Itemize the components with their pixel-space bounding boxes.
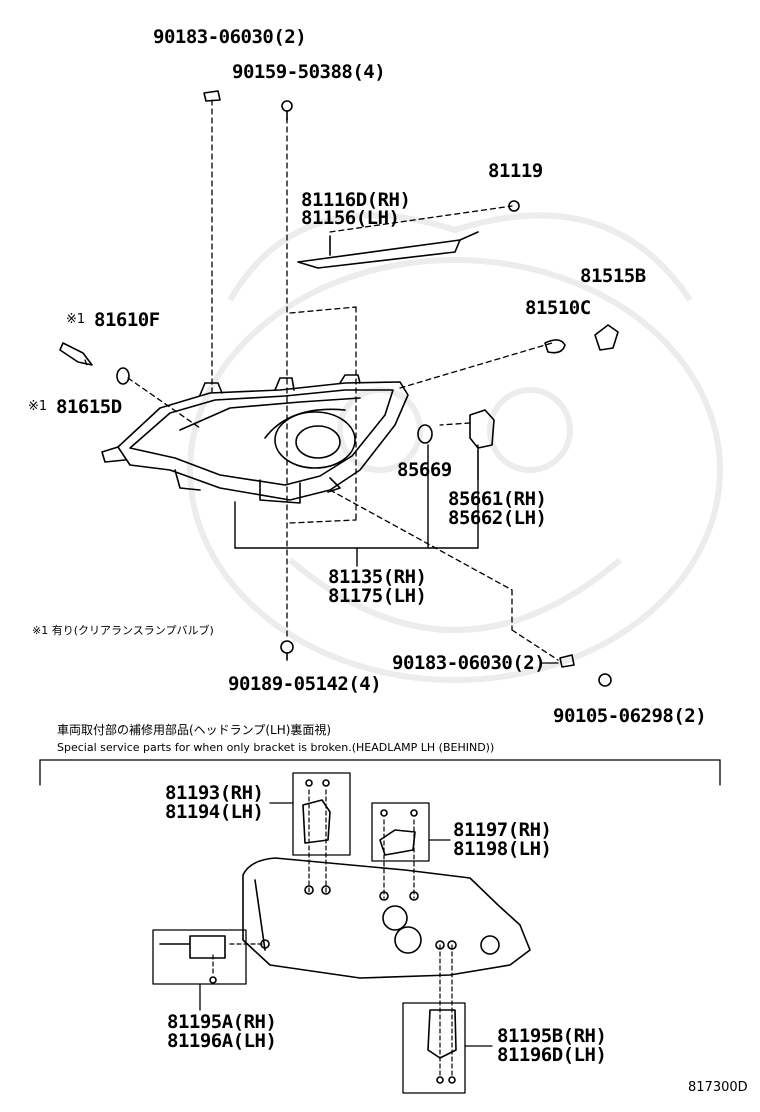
- diagram-reference-code: 817300D: [688, 1080, 748, 1095]
- label-81194: 81194(LH): [165, 801, 264, 823]
- label-90159-50388: 90159-50388(4): [232, 61, 386, 83]
- label-81198: 81198(LH): [453, 838, 552, 860]
- mark-81610f: ※1: [66, 312, 86, 327]
- label-81196a: 81196A(LH): [167, 1030, 277, 1052]
- label-85662: 85662(LH): [448, 507, 547, 529]
- label-81156: 81156(LH): [301, 207, 400, 229]
- label-81510c: 81510C: [525, 297, 591, 319]
- installation-lines: [84, 99, 559, 661]
- label-81175: 81175(LH): [328, 585, 427, 607]
- label-81195a: 81195A(RH): [167, 1011, 277, 1033]
- service-section-frame: [39, 759, 721, 786]
- service-title-jp: 車両取付部の補修用部品(ヘッドランプ(LH)裏面視): [57, 723, 332, 737]
- footnote-clearance-bulb: ※1 有り(クリアランスランプバルブ): [32, 624, 214, 637]
- label-81135: 81135(RH): [328, 566, 427, 588]
- trim-garnish: [297, 231, 479, 269]
- label-85661: 85661(RH): [448, 488, 547, 510]
- service-part-shapes: [159, 779, 457, 1084]
- headlamp-rear-view: [242, 857, 531, 979]
- label-81515b: 81515B: [580, 265, 646, 287]
- label-81196d: 81196D(LH): [497, 1044, 607, 1066]
- label-90105-06298: 90105-06298(2): [553, 705, 707, 727]
- label-81193: 81193(RH): [165, 782, 264, 804]
- fasteners: [59, 90, 619, 687]
- service-part-leaders: [199, 802, 493, 1047]
- label-90183-06030-top: 90183-06030(2): [153, 26, 307, 48]
- label-90183-06030-bottom: 90183-06030(2): [392, 652, 546, 674]
- label-81116d: 81116D(RH): [301, 189, 411, 211]
- service-title-en: Special service parts for when only brac…: [57, 741, 495, 754]
- label-81610f: 81610F: [94, 309, 160, 331]
- label-90189-05142: 90189-05142(4): [228, 673, 382, 695]
- label-81197: 81197(RH): [453, 819, 552, 841]
- label-81195b: 81195B(RH): [497, 1025, 607, 1047]
- label-81119: 81119: [488, 160, 543, 182]
- mark-81615d: ※1: [28, 399, 48, 414]
- watermark-emblem: [187, 212, 723, 683]
- label-81615d: 81615D: [56, 396, 122, 418]
- headlamp-assembly: [101, 374, 409, 504]
- label-85669: 85669: [397, 459, 452, 481]
